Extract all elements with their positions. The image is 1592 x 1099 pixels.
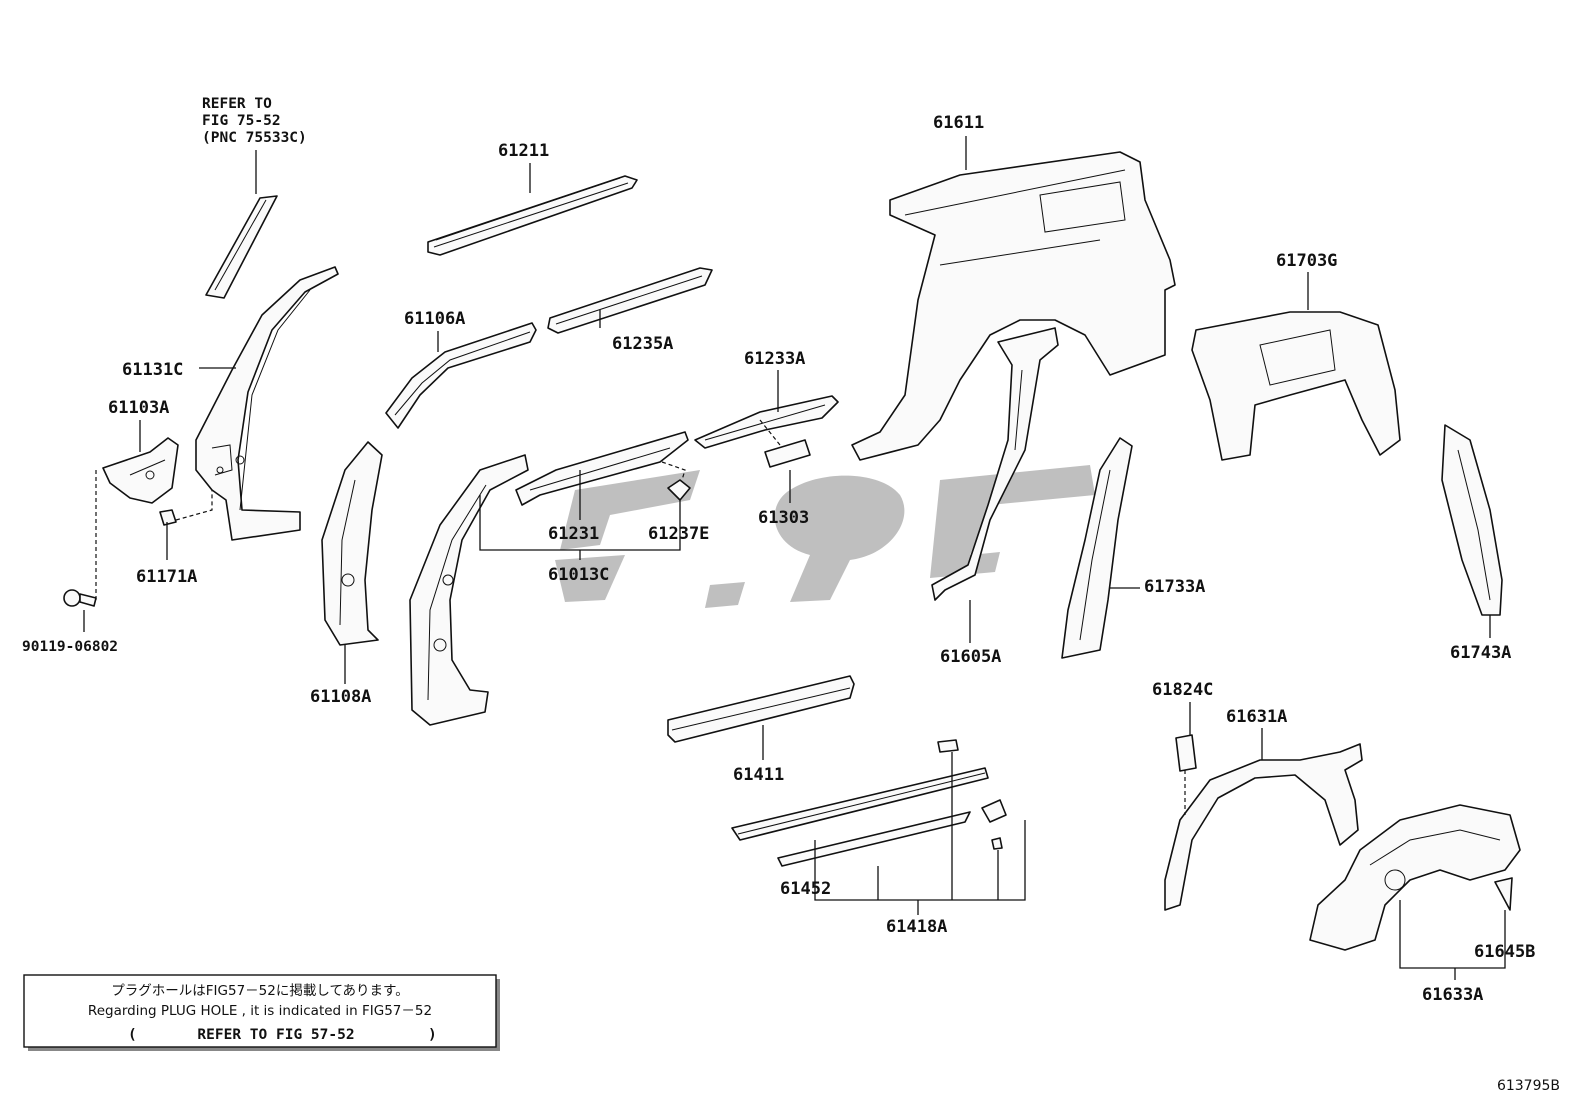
label-61743A: 61743A (1450, 643, 1511, 663)
label-61233A: 61233A (744, 349, 805, 369)
part-61171A-shape (159, 509, 177, 526)
label-61237E: 61237E (648, 524, 709, 544)
label-61235A: 61235A (612, 334, 673, 354)
part-61645B-shape (1494, 877, 1513, 911)
part-61411-shape (667, 675, 855, 743)
part-61235A-shape (547, 267, 713, 334)
watermark-logo (555, 465, 1095, 608)
plug-hole-note-paren-open: ( (128, 1027, 137, 1043)
part-61231-shape (515, 431, 689, 506)
part-61131C-shape (195, 266, 339, 541)
label-61733A: 61733A (1144, 577, 1205, 597)
label-61605A: 61605A (940, 647, 1001, 667)
part-61611-shape (851, 151, 1176, 461)
label-61411: 61411 (733, 765, 784, 785)
label-61108A: 61108A (310, 687, 371, 707)
part-61631A-shape (1164, 743, 1363, 911)
label-61103A: 61103A (108, 398, 169, 418)
leader-lines (83, 136, 1506, 980)
label-90119-06802: 90119-06802 (22, 639, 118, 655)
part-61743A-shape (1441, 424, 1503, 616)
part-61824C-shape (1175, 734, 1197, 772)
part-61106A-shape (385, 322, 537, 429)
label-61645B: 61645B (1474, 942, 1535, 962)
label-61824C: 61824C (1152, 680, 1213, 700)
reference-note-line-3: (PNC 75533C) (202, 130, 307, 146)
figure-code: 613795B (1497, 1078, 1560, 1094)
part-61108A-shape (321, 441, 383, 646)
part-61013C-shape (409, 454, 529, 726)
part-61452-shape (731, 767, 989, 841)
label-61211: 61211 (498, 141, 549, 161)
part-61233A-shape (694, 395, 839, 449)
label-61633A: 61633A (1422, 985, 1483, 1005)
label-61231: 61231 (548, 524, 599, 544)
plug-hole-note: プラグホールはFIG57－52に掲載してあります。 Regarding PLUG… (23, 974, 500, 1051)
part-61103A-shape (102, 437, 179, 504)
label-61452: 61452 (780, 879, 831, 899)
plug-hole-note-paren-close: ) (428, 1027, 437, 1043)
plug-hole-note-japanese: プラグホールはFIG57－52に掲載してあります。 (111, 983, 408, 999)
part-61211-shape (427, 175, 638, 256)
part-pillar-garnish-ref-shape (205, 195, 278, 299)
plug-hole-note-refer: REFER TO FIG 57-52 (197, 1027, 354, 1043)
reference-note-line-1: REFER TO (202, 96, 272, 112)
part-90119-06802-shape (63, 589, 97, 607)
reference-note: REFER TO FIG 75-52 (PNC 75533C) (202, 96, 307, 146)
label-61303: 61303 (758, 508, 809, 528)
label-61631A: 61631A (1226, 707, 1287, 727)
part-61303-shape (764, 439, 811, 468)
label-61131C: 61131C (122, 360, 183, 380)
label-61611: 61611 (933, 113, 984, 133)
part-61633A-shape (1309, 804, 1521, 951)
label-61418A: 61418A (886, 917, 947, 937)
part-61418A-shape (777, 739, 1007, 867)
part-61605A-shape (931, 327, 1059, 601)
label-61171A: 61171A (136, 567, 197, 587)
part-61733A-shape (1061, 437, 1133, 659)
label-61013C: 61013C (548, 565, 609, 585)
plug-hole-note-english: Regarding PLUG HOLE , it is indicated in… (88, 1003, 432, 1019)
reference-note-line-2: FIG 75-52 (202, 113, 281, 129)
label-61106A: 61106A (404, 309, 465, 329)
label-61703G: 61703G (1276, 251, 1337, 271)
part-61703G-shape (1191, 311, 1401, 461)
part-labels: 61211 61611 61703G 61131C 61103A 61106A … (22, 113, 1535, 1005)
part-61237E-shape (667, 479, 691, 501)
